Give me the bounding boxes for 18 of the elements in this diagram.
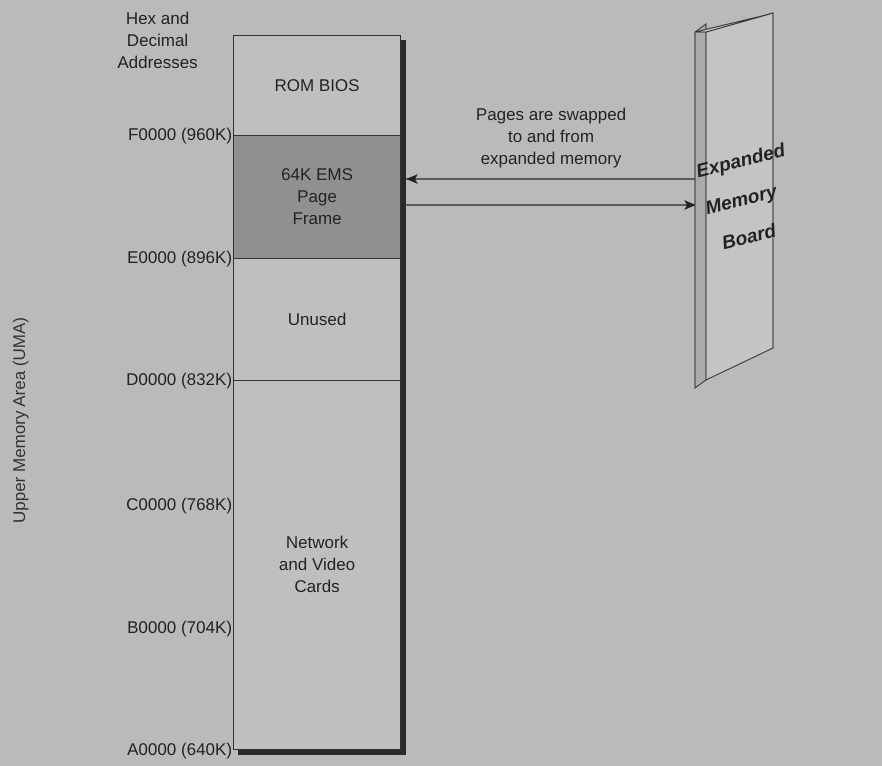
address-label: D0000 (832K)	[126, 369, 232, 391]
region-label: Unused	[288, 308, 346, 330]
address-label: C0000 (768K)	[126, 494, 232, 516]
address-label: F0000 (960K)	[128, 124, 232, 146]
memory-region	[233, 35, 401, 136]
memory-region	[233, 258, 401, 381]
region-label: ROM BIOS	[274, 74, 360, 96]
address-label: E0000 (896K)	[127, 247, 232, 269]
memory-region	[233, 135, 401, 259]
axis-title: Upper Memory Area (UMA)	[9, 317, 30, 523]
memory-region	[233, 380, 401, 750]
arrow	[406, 200, 696, 210]
arrow	[406, 174, 696, 184]
address-label: A0000 (640K)	[127, 739, 232, 761]
column-heading: Hex and Decimal Addresses	[116, 8, 199, 74]
address-label: B0000 (704K)	[127, 617, 232, 639]
region-label: 64K EMS Page Frame	[280, 164, 354, 230]
region-label: Network and Video Cards	[278, 532, 356, 598]
